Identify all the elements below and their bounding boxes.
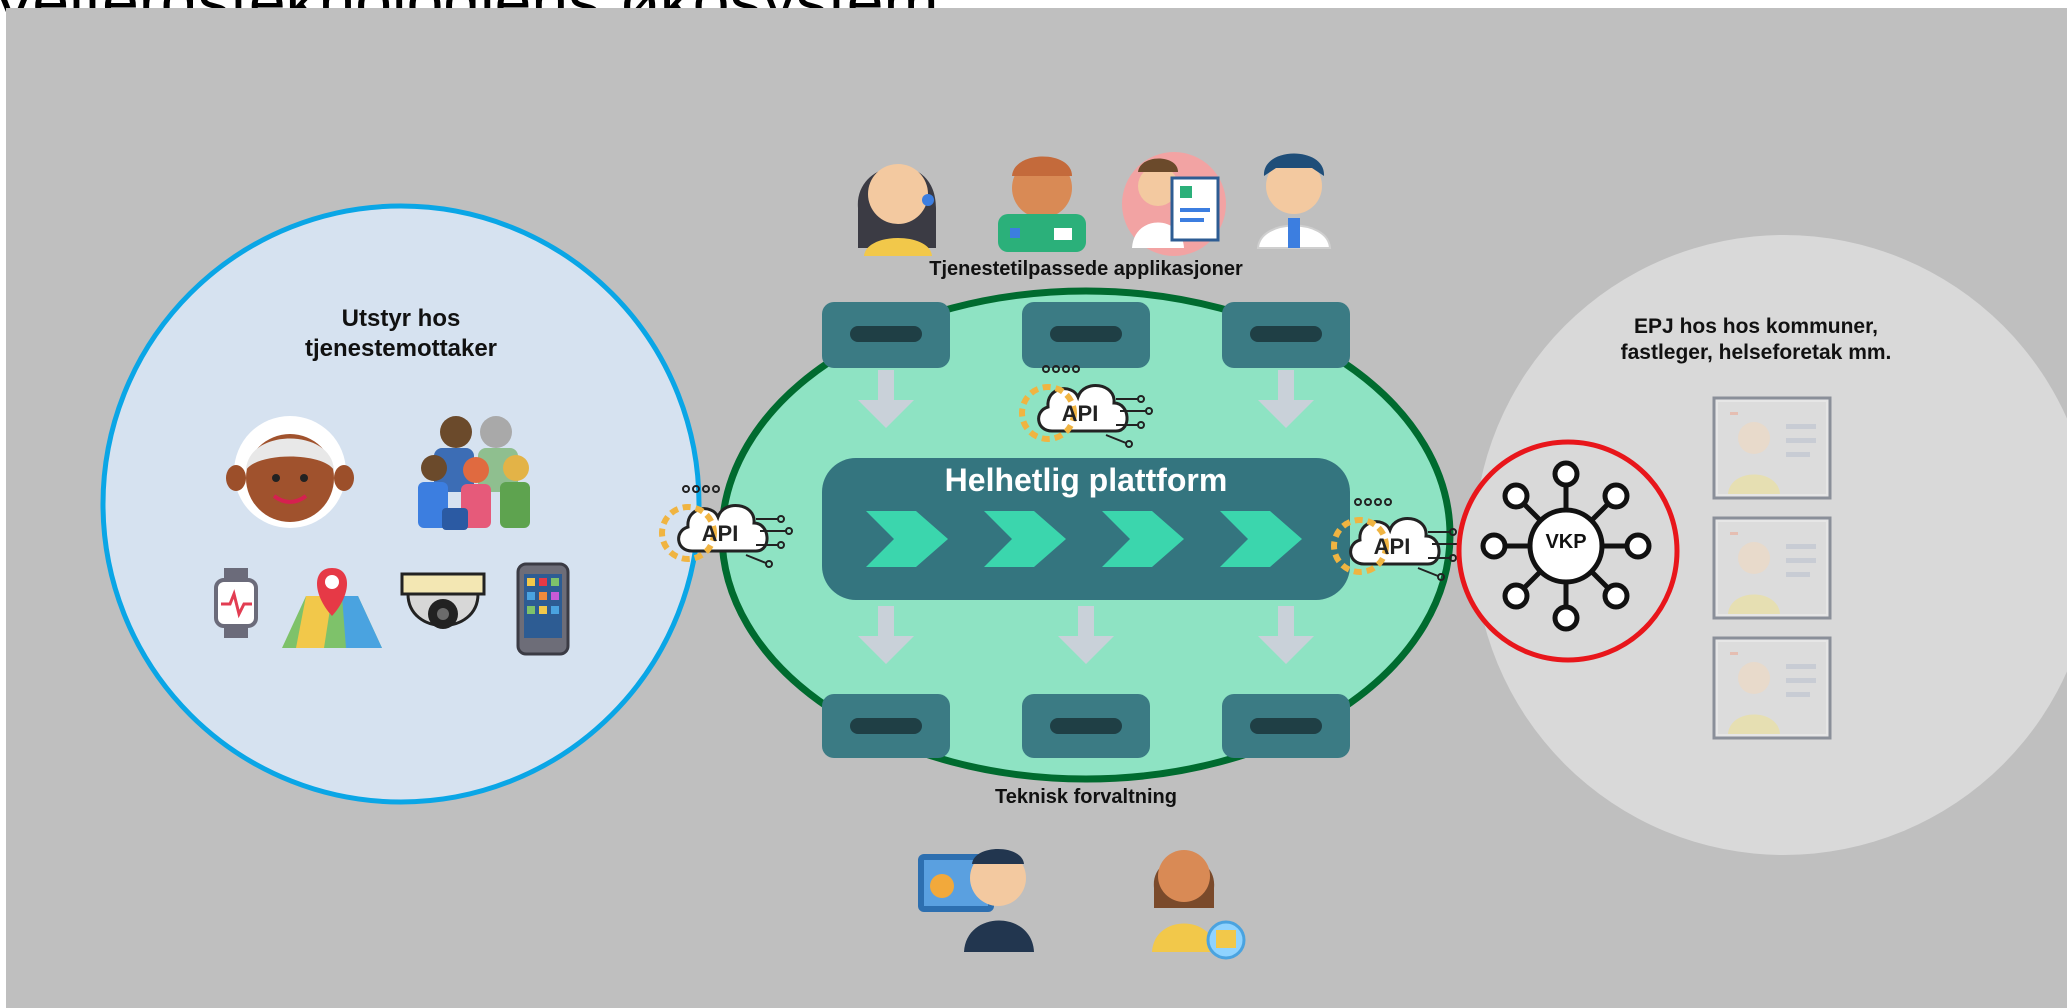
api-cloud-icon-left: API [662,486,792,567]
technical-label: Teknisk forvaltning [995,786,1177,808]
family-icon [418,416,530,530]
recipient-equipment-title-line1: Utstyr hos [341,305,461,332]
vkp-network-icon [1480,460,1652,632]
recipient-equipment-title-line2: tjenestemottaker [304,335,498,362]
bottom-modules [822,694,1350,758]
support-agent-icon [1152,850,1246,960]
epj-title-line2: fastleger, helseforetak mm. [1620,341,1892,364]
epj-title: EPJ hos hos kommuner, fastleger, helsefo… [1546,314,1966,366]
platform-bar [822,458,1350,600]
smartwatch-icon [214,568,258,638]
api-label-top: API [1062,401,1099,426]
call-center-woman-icon [857,164,936,256]
elderly-woman-icon [226,416,354,528]
recipient-equipment-circle [100,203,702,805]
epj-title-line1: EPJ hos hos kommuner, [1634,315,1878,338]
api-cloud-icon-top: API [1022,366,1152,447]
apps-label: Tjenestetilpassede applikasjoner [929,258,1243,280]
api-label-left: API [702,521,739,546]
top-modules [822,302,1350,368]
it-technician-icon [918,849,1034,952]
doctor-icon [1256,153,1332,249]
epj-document-cards [1712,396,1832,740]
recipient-equipment-title: Utstyr hos tjenestemottaker [231,304,571,364]
diagram-slide: API API API [6,8,2067,1008]
api-label-right: API [1374,534,1411,559]
api-cloud-icon-right: API [1334,499,1464,580]
platform-title: Helhetlig plattform [944,462,1228,498]
diagram-canvas: API API API [100,152,2067,960]
security-camera-icon [400,572,486,629]
map-location-icon [282,568,382,648]
doctor-report-icon [1122,152,1226,256]
nurse-icon [998,156,1086,252]
vkp-label: VKP [1545,531,1587,553]
smartphone-icon [516,562,570,656]
